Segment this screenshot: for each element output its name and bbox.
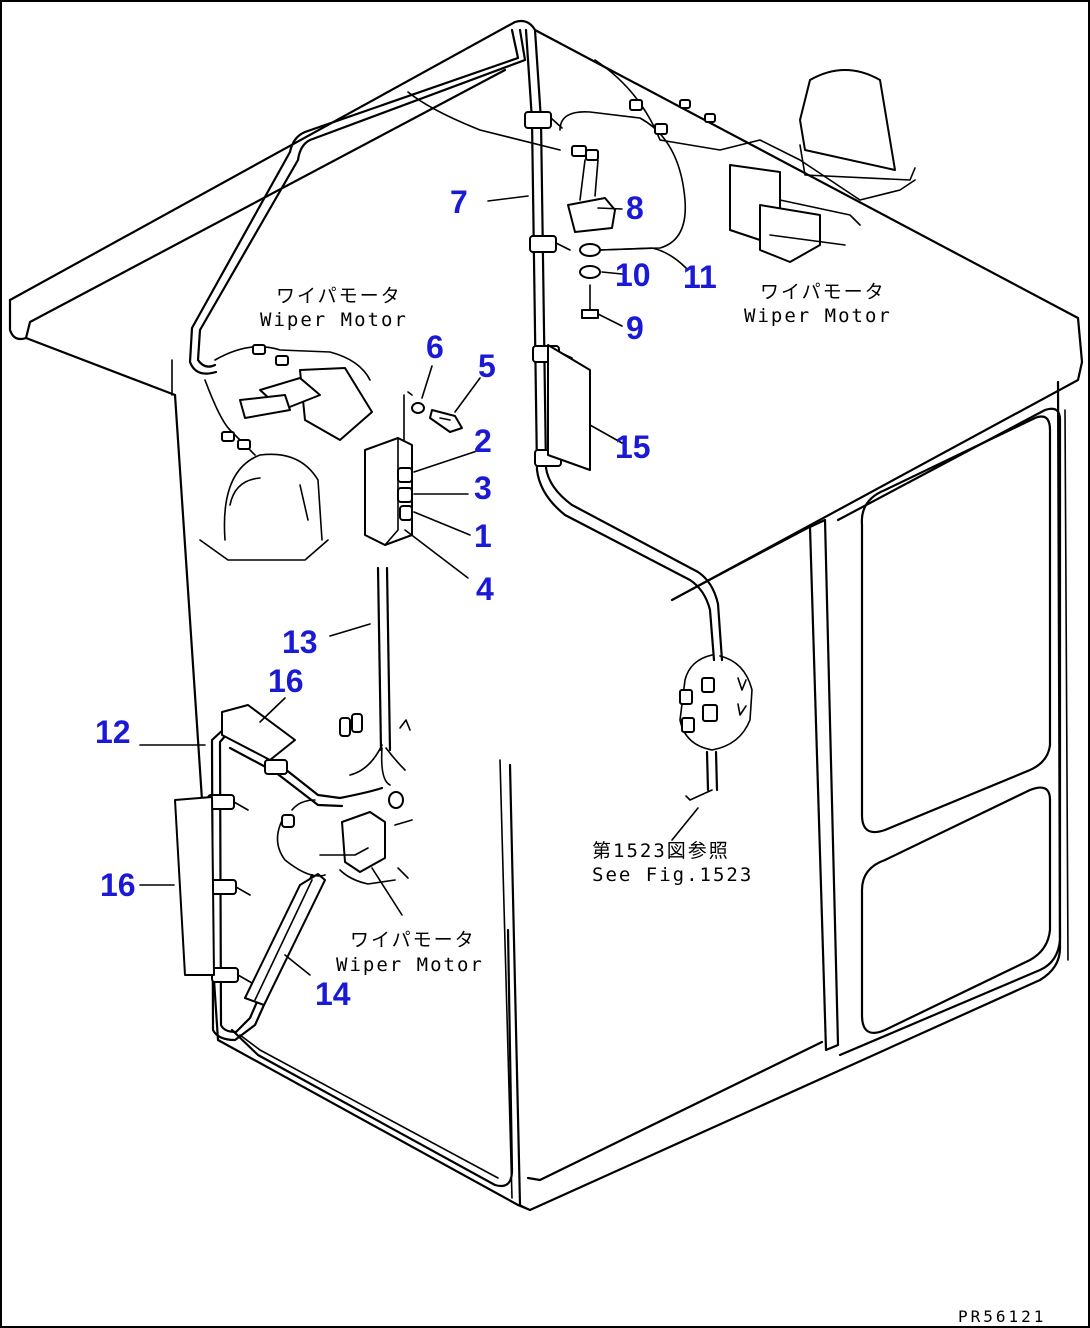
callout-5: 5 [478,348,496,384]
wiper-motor-bottom [276,791,413,885]
annotation-notes: ワイパモータ Wiper Motor ワイパモータ Wiper Motor ワイ… [260,281,892,976]
callout-3: 3 [474,470,492,506]
wiper-right-jp: ワイパモータ [760,281,886,303]
figure-code: PR56121 [958,1307,1046,1326]
see-figure-en: See Fig.1523 [592,864,753,886]
part-10-washer [579,243,601,279]
part-14-wiper-blade [244,873,326,1006]
roof-harness-left [188,28,561,375]
wiper-motor-right [559,59,916,263]
callout-1: 1 [474,518,492,554]
callout-7: 7 [450,184,468,220]
callout-13: 13 [282,624,318,660]
part-8-bracket [567,159,616,233]
wiper-bottom-jp: ワイパモータ [350,929,476,951]
cab-body [8,19,1084,1212]
callout-12: 12 [95,714,131,750]
callout-4: 4 [476,571,494,607]
callout-2: 2 [474,423,492,459]
callout-11: 11 [683,259,717,295]
wiper-left-en: Wiper Motor [260,309,408,331]
callout-14: 14 [315,976,351,1012]
callout-labels: 1 2 3 4 5 6 7 8 9 10 11 12 13 14 15 16 1… [95,184,717,1012]
leader-lines [139,195,699,976]
wiper-right-en: Wiper Motor [744,305,892,327]
harness-7 [524,28,724,662]
callout-10: 10 [615,257,651,293]
wiper-left-jp: ワイパモータ [276,285,402,307]
connector-cluster [679,654,753,801]
callout-16-upper: 16 [268,663,304,699]
part-16-plate-upper [221,704,296,761]
callout-16-lower: 16 [100,867,136,903]
wiper-motor-left [199,344,373,561]
callout-9: 9 [626,310,644,346]
part-9-screw [581,284,599,319]
part-15-plate [547,344,591,471]
callout-8: 8 [626,190,644,226]
callout-6: 6 [426,329,444,365]
harness-12 [207,726,384,1042]
callout-15: 15 [615,429,651,465]
switch-assembly [364,391,463,546]
harness-13 [339,566,411,786]
part-16-plate-lower [174,796,215,976]
wiper-bottom-en: Wiper Motor [336,954,484,976]
see-figure-jp: 第1523図参照 [592,840,730,862]
